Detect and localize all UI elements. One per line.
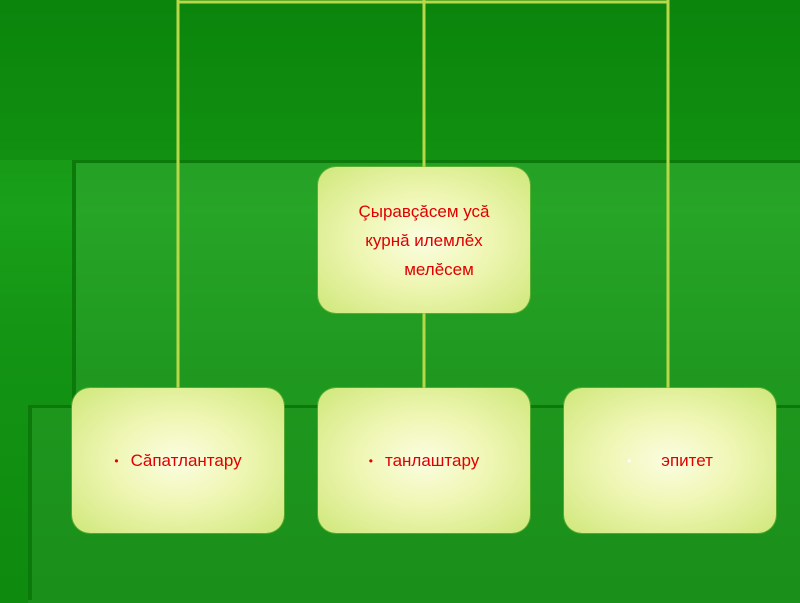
child-label: эпитет bbox=[661, 450, 713, 470]
child-label: танлаштару bbox=[384, 450, 480, 470]
child-row: • Сăпатлантару bbox=[114, 451, 241, 471]
bullet-icon: • bbox=[114, 453, 119, 468]
child-label: Сăпатлантару bbox=[130, 450, 242, 470]
bullet-icon: • bbox=[368, 453, 373, 468]
background-band-edge bbox=[28, 405, 32, 600]
child-node-personification: • Сăпатлантару bbox=[72, 388, 284, 533]
child-row: • танлаштару bbox=[369, 451, 479, 471]
root-line-3: мелĕсем bbox=[404, 259, 474, 279]
root-node: Çыравçăсем усă курнă илемлĕх мелĕсем bbox=[318, 167, 530, 313]
root-line-1: Çыравçăсем усă bbox=[358, 201, 490, 221]
root-node-text: Çыравçăсем усă курнă илемлĕх мелĕсем bbox=[358, 197, 489, 284]
child-node-comparison: • танлаштару bbox=[318, 388, 530, 533]
child-node-epithet: • эпитет bbox=[564, 388, 776, 533]
root-line-2: курнă илемлĕх bbox=[365, 230, 483, 250]
background-band-edge bbox=[72, 160, 76, 405]
child-row: • эпитет bbox=[627, 451, 713, 471]
bullet-icon: • bbox=[627, 453, 632, 468]
